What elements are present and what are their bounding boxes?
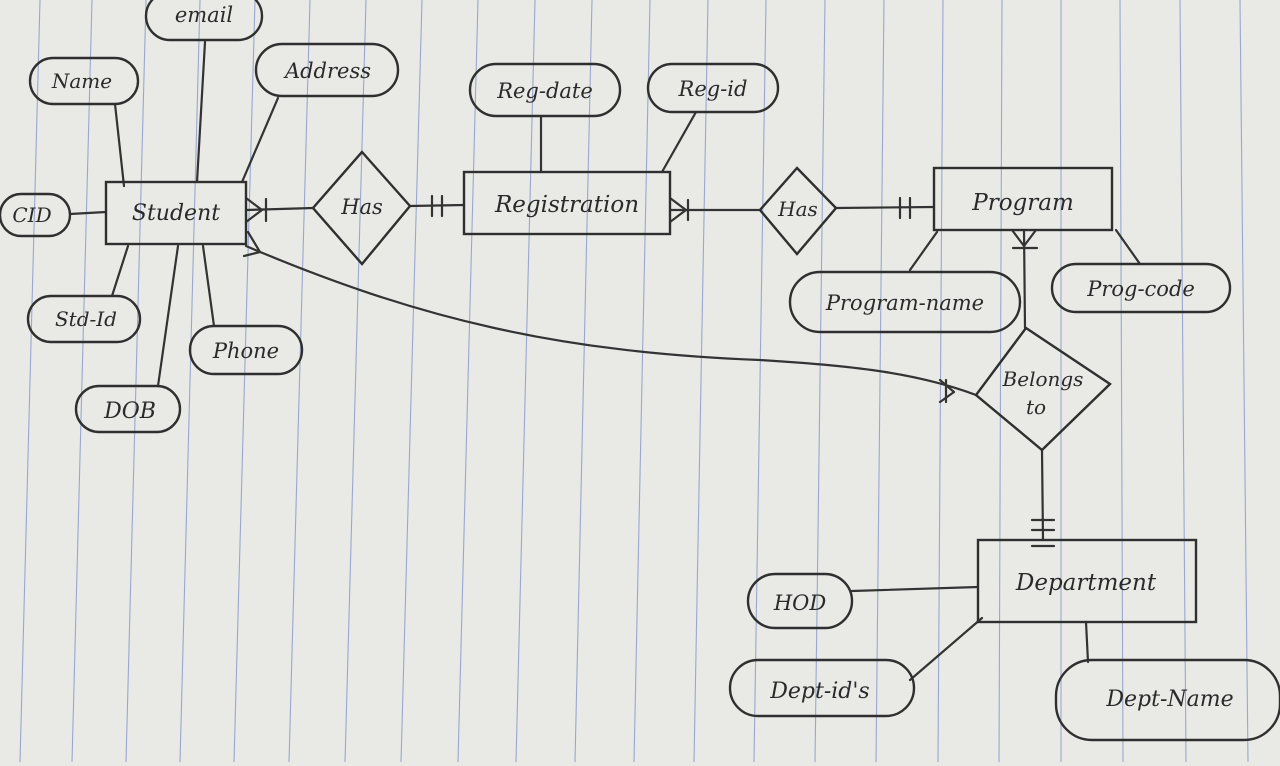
cardinality-marks	[242, 194, 1056, 548]
attribute-hod: HOD	[746, 572, 854, 630]
relationship-has-registration-program: Has	[758, 166, 838, 256]
attribute-std-id-label: Std-Id	[55, 307, 117, 331]
attribute-program-name-label: Program-name	[825, 291, 984, 315]
attribute-hod-label: HOD	[773, 591, 827, 615]
attribute-reg-id: Reg-id	[646, 62, 780, 114]
attribute-dept-name: Dept-Name	[1054, 658, 1280, 742]
attribute-std-id: Std-Id	[26, 294, 142, 344]
attribute-prog-code-label: Prog-code	[1086, 277, 1195, 301]
attribute-dob-label: DOB	[103, 399, 156, 424]
attribute-dept-ids-label: Dept-id's	[769, 679, 869, 704]
attribute-reg-id-label: Reg-id	[678, 77, 748, 101]
relationship-belongs-to-label-line1: Belongs	[1002, 367, 1084, 391]
entity-student: Student	[104, 180, 248, 246]
relationship-has-2-label: Has	[777, 197, 818, 221]
attribute-address-label: Address	[283, 59, 371, 83]
attribute-email-label: email	[175, 3, 233, 27]
entity-program-label: Program	[971, 190, 1074, 216]
attribute-reg-date-label: Reg-date	[496, 79, 593, 103]
attribute-name: Name	[28, 56, 140, 106]
relationship-belongs-to-label-line2: to	[1026, 395, 1046, 419]
attribute-dept-ids: Dept-id's	[728, 658, 916, 718]
entity-program: Program	[932, 166, 1114, 232]
paper-ruling	[19, 0, 1249, 763]
attribute-program-name: Program-name	[788, 270, 1022, 334]
attribute-address: Address	[254, 42, 400, 98]
entity-department-label: Department	[1015, 570, 1157, 596]
relationship-belongs-to: Belongs to	[974, 326, 1112, 452]
attribute-name-label: Name	[51, 69, 112, 93]
attribute-prog-code: Prog-code	[1050, 262, 1232, 314]
attribute-phone: Phone	[188, 324, 304, 376]
attribute-cid: CID	[0, 192, 72, 238]
connector-lines	[68, 40, 1142, 682]
entity-registration: Registration	[462, 170, 672, 236]
relationship-has-1-label: Has	[340, 195, 383, 219]
entity-registration-label: Registration	[494, 192, 639, 218]
attribute-cid-label: CID	[12, 203, 51, 227]
relationship-has-student-registration: Has	[311, 150, 412, 266]
entity-student-label: Student	[132, 201, 220, 226]
attribute-reg-date: Reg-date	[468, 62, 622, 118]
entity-department: Department	[976, 538, 1198, 624]
attribute-phone-label: Phone	[212, 339, 279, 363]
attribute-dob: DOB	[74, 384, 182, 434]
attribute-dept-name-label: Dept-Name	[1105, 687, 1233, 712]
attribute-email: email	[144, 0, 264, 42]
